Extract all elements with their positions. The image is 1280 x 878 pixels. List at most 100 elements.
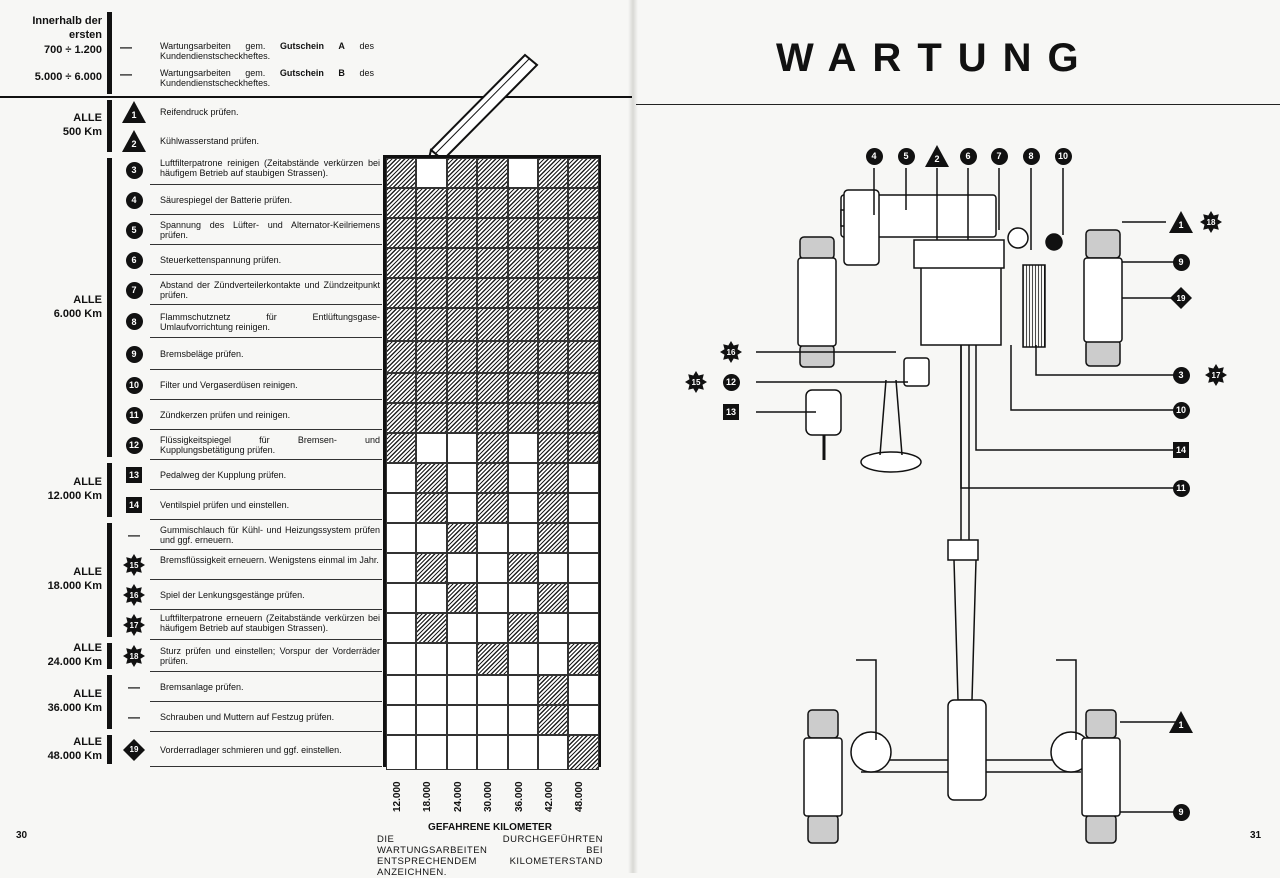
check-cell[interactable]: [416, 188, 447, 218]
check-cell[interactable]: [416, 158, 447, 188]
check-cell[interactable]: [477, 278, 508, 308]
check-cell[interactable]: [446, 553, 478, 583]
check-cell[interactable]: [507, 553, 538, 583]
check-cell[interactable]: [386, 553, 417, 583]
check-cell[interactable]: [446, 583, 478, 613]
check-cell[interactable]: [386, 705, 417, 735]
check-cell[interactable]: [416, 583, 447, 613]
check-cell[interactable]: [538, 705, 569, 735]
check-cell[interactable]: [477, 341, 508, 373]
check-cell[interactable]: [446, 433, 478, 463]
check-cell[interactable]: [507, 643, 538, 675]
check-cell[interactable]: [568, 553, 599, 583]
check-cell[interactable]: [416, 278, 447, 308]
check-cell[interactable]: [477, 248, 508, 278]
check-cell[interactable]: [416, 613, 447, 643]
check-cell[interactable]: [507, 403, 538, 433]
check-cell[interactable]: [507, 278, 538, 308]
check-cell[interactable]: [446, 158, 478, 188]
check-cell[interactable]: [538, 218, 569, 248]
check-cell[interactable]: [416, 341, 447, 373]
check-cell[interactable]: [507, 218, 538, 248]
check-cell[interactable]: [538, 613, 569, 643]
check-cell[interactable]: [538, 493, 569, 523]
check-cell[interactable]: [386, 373, 417, 403]
check-cell[interactable]: [538, 433, 569, 463]
check-cell[interactable]: [507, 373, 538, 403]
check-cell[interactable]: [446, 463, 478, 493]
check-cell[interactable]: [416, 308, 447, 341]
check-cell[interactable]: [446, 278, 478, 308]
check-cell[interactable]: [507, 613, 538, 643]
check-cell[interactable]: [386, 341, 417, 373]
check-cell[interactable]: [507, 523, 538, 553]
check-cell[interactable]: [538, 553, 569, 583]
check-cell[interactable]: [568, 523, 599, 553]
check-cell[interactable]: [538, 463, 569, 493]
check-cell[interactable]: [538, 158, 569, 188]
check-cell[interactable]: [386, 583, 417, 613]
check-cell[interactable]: [568, 308, 599, 341]
check-cell[interactable]: [477, 158, 508, 188]
check-cell[interactable]: [507, 308, 538, 341]
check-cell[interactable]: [446, 218, 478, 248]
check-cell[interactable]: [568, 188, 599, 218]
check-cell[interactable]: [416, 493, 447, 523]
check-cell[interactable]: [568, 158, 599, 188]
check-cell[interactable]: [446, 705, 478, 735]
check-cell[interactable]: [568, 613, 599, 643]
check-cell[interactable]: [507, 158, 538, 188]
check-cell[interactable]: [416, 675, 447, 705]
check-cell[interactable]: [538, 278, 569, 308]
check-cell[interactable]: [416, 643, 447, 675]
check-cell[interactable]: [446, 523, 478, 553]
check-cell[interactable]: [477, 643, 508, 675]
check-cell[interactable]: [568, 373, 599, 403]
check-cell[interactable]: [386, 675, 417, 705]
check-cell[interactable]: [507, 188, 538, 218]
check-cell[interactable]: [507, 705, 538, 735]
check-cell[interactable]: [507, 675, 538, 705]
check-cell[interactable]: [416, 433, 447, 463]
check-cell[interactable]: [416, 735, 447, 770]
check-cell[interactable]: [386, 403, 417, 433]
check-cell[interactable]: [568, 705, 599, 735]
check-cell[interactable]: [386, 433, 417, 463]
check-cell[interactable]: [477, 403, 508, 433]
check-cell[interactable]: [477, 463, 508, 493]
check-cell[interactable]: [568, 341, 599, 373]
check-cell[interactable]: [538, 308, 569, 341]
check-cell[interactable]: [538, 675, 569, 705]
check-cell[interactable]: [446, 735, 478, 770]
check-cell[interactable]: [507, 583, 538, 613]
check-cell[interactable]: [568, 218, 599, 248]
check-cell[interactable]: [477, 218, 508, 248]
check-cell[interactable]: [568, 278, 599, 308]
check-cell[interactable]: [568, 433, 599, 463]
check-cell[interactable]: [446, 308, 478, 341]
check-cell[interactable]: [446, 341, 478, 373]
check-cell[interactable]: [538, 583, 569, 613]
check-cell[interactable]: [477, 705, 508, 735]
check-cell[interactable]: [386, 643, 417, 675]
check-cell[interactable]: [538, 248, 569, 278]
check-cell[interactable]: [568, 403, 599, 433]
check-cell[interactable]: [477, 373, 508, 403]
check-cell[interactable]: [538, 643, 569, 675]
check-cell[interactable]: [568, 643, 599, 675]
check-cell[interactable]: [446, 373, 478, 403]
check-cell[interactable]: [386, 308, 417, 341]
check-cell[interactable]: [568, 583, 599, 613]
check-cell[interactable]: [386, 735, 417, 770]
check-cell[interactable]: [386, 613, 417, 643]
check-cell[interactable]: [568, 493, 599, 523]
check-cell[interactable]: [477, 613, 508, 643]
check-cell[interactable]: [507, 493, 538, 523]
check-cell[interactable]: [416, 705, 447, 735]
check-cell[interactable]: [538, 373, 569, 403]
check-cell[interactable]: [416, 523, 447, 553]
check-cell[interactable]: [568, 248, 599, 278]
check-cell[interactable]: [416, 218, 447, 248]
check-cell[interactable]: [568, 735, 599, 770]
check-cell[interactable]: [446, 643, 478, 675]
